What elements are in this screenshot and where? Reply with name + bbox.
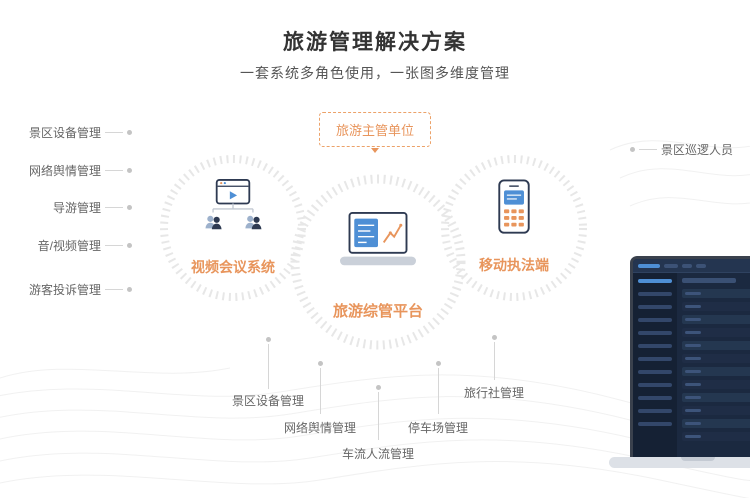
dashboard-table <box>677 273 750 457</box>
connector-dot <box>436 361 441 366</box>
connector-line <box>105 170 123 171</box>
page-subtitle: 一套系统多角色使用，一张图多维度管理 <box>240 65 510 81</box>
callout-label: 旅行社管理 <box>463 386 525 400</box>
connector-line <box>105 289 123 290</box>
callout-label: 导游管理 <box>52 201 101 215</box>
connector-line <box>438 368 439 414</box>
dashed-ring-icon <box>441 155 587 301</box>
connector-line <box>639 149 657 150</box>
down-arrow-icon <box>371 148 379 153</box>
left-callout-row: 游客投诉管理 <box>26 281 132 298</box>
circle-label-platform: 旅游综管平台 <box>332 303 423 320</box>
handheld-terminal-icon <box>439 179 589 241</box>
connector-dot <box>318 361 323 366</box>
connector-line <box>105 245 123 246</box>
callout-label: 景区设备管理 <box>231 394 305 408</box>
laptop-dashboard-icon <box>288 212 468 274</box>
callout-label: 车流人流管理 <box>341 447 415 461</box>
connector-line <box>105 132 123 133</box>
callout-label: 网络舆情管理 <box>283 421 357 435</box>
connector-dot <box>492 335 497 340</box>
video-conference-icon <box>158 179 308 242</box>
connector-dot <box>376 385 381 390</box>
dashboard-sidebar <box>633 273 677 457</box>
left-callout-row: 导游管理 <box>26 199 132 216</box>
connector-dot <box>127 205 132 210</box>
connector-line <box>320 368 321 414</box>
callout-label: 景区设备管理 <box>28 126 101 140</box>
circle-platform: 旅游综管平台 <box>288 172 468 352</box>
callout-label: 停车场管理 <box>407 421 469 435</box>
org-badge-label: 旅游主管单位 <box>335 123 415 138</box>
laptop-base <box>609 457 750 468</box>
connector-dot <box>266 337 271 342</box>
laptop-mockup <box>609 256 750 468</box>
left-callout-row: 网络舆情管理 <box>26 162 132 179</box>
connector-line <box>378 392 379 440</box>
connector-dot <box>127 287 132 292</box>
callout-label: 游客投诉管理 <box>28 283 101 297</box>
callout-label: 景区巡逻人员 <box>661 143 734 157</box>
left-callout-row: 音/视频管理 <box>26 237 132 254</box>
page-title: 旅游管理解决方案 <box>283 31 467 54</box>
connector-dot <box>127 243 132 248</box>
dashed-ring-icon <box>160 155 306 301</box>
connector-line <box>494 342 495 380</box>
right-callout-row: 景区巡逻人员 <box>630 141 733 158</box>
connector-line <box>105 207 123 208</box>
connector-dot <box>630 147 635 152</box>
circle-mobile-enforcement: 移动执法端 <box>439 153 589 303</box>
dashed-ring-icon <box>290 174 466 350</box>
connector-dot <box>127 168 132 173</box>
callout-label: 网络舆情管理 <box>28 164 101 178</box>
circle-label-mobile-enforcement: 移动执法端 <box>479 257 549 273</box>
connector-line <box>268 344 269 389</box>
circle-label-video-conference: 视频会议系统 <box>191 259 275 275</box>
org-badge: 旅游主管单位 <box>318 112 432 147</box>
left-callout-row: 景区设备管理 <box>26 124 132 141</box>
dashboard-header <box>633 259 750 273</box>
connector-dot <box>127 130 132 135</box>
laptop-screen <box>630 256 750 457</box>
callout-label: 音/视频管理 <box>37 239 101 253</box>
circle-video-conference: 视频会议系统 <box>158 153 308 303</box>
